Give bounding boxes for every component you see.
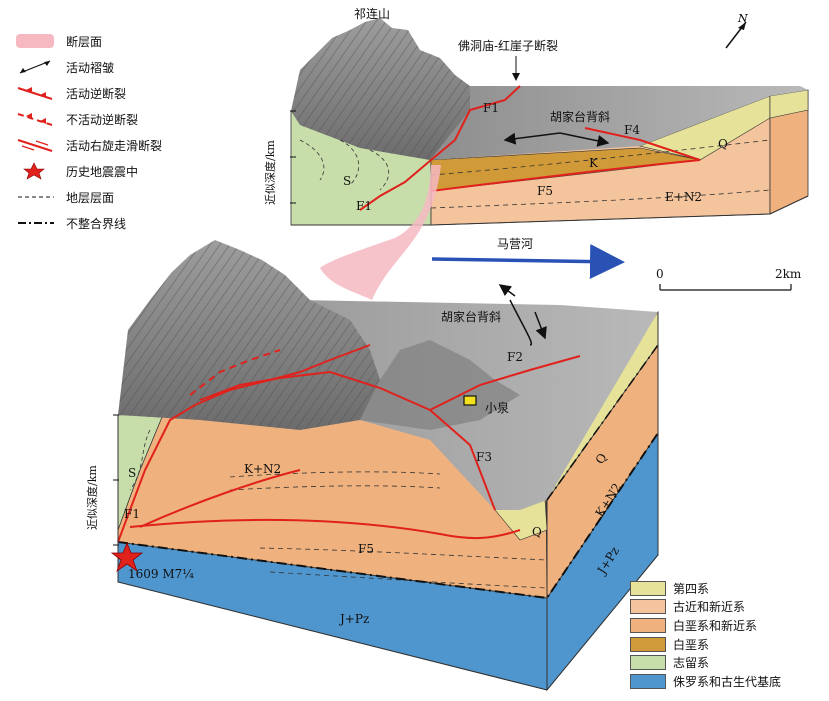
bottom-label-F2: F2 — [507, 350, 523, 364]
bottom-label-F1: F1 — [124, 507, 140, 521]
scale-bar — [659, 284, 792, 291]
swatch-quaternary — [630, 580, 666, 596]
town-marker-icon — [463, 395, 477, 406]
top-fault-F5 — [430, 159, 701, 192]
bottom-label-Q-front: Q — [532, 525, 542, 539]
top-block — [290, 18, 809, 226]
scale-label-0: 0 — [656, 267, 664, 281]
unit-legend: 第四系 古近和新近系 白垩系和新近系 白垩系 志留系 侏罗系和古生代基底 — [630, 579, 820, 691]
label-anticline-bottom: 胡家台背斜 — [441, 309, 501, 324]
top-label-F4: F4 — [624, 123, 640, 137]
inactive-thrust-icon — [14, 110, 58, 128]
legend-row-active-fold: 活动褶皱 — [14, 56, 114, 78]
active-thrust-icon — [14, 84, 58, 102]
label-qilian-shan: 祁连山 — [354, 6, 390, 21]
dextral-strike-slip-icon — [14, 136, 58, 154]
svg-text:N: N — [737, 12, 748, 25]
top-label-EN2: E+N2 — [665, 190, 702, 204]
top-fault-F4 — [584, 127, 701, 161]
fault-plane-icon — [14, 32, 58, 50]
bottom-fault-F3 — [429, 409, 496, 511]
legend-row-inactive-thrust: 不活动逆断裂 — [14, 108, 138, 130]
epicenter-star-legend-icon — [14, 162, 58, 180]
fault-plane-connector — [320, 165, 441, 300]
unconformity-icon — [14, 214, 58, 232]
top-plain-surface — [430, 86, 808, 160]
legend-unit-cretaceous-neogene: 白垩系和新近系 — [630, 616, 820, 635]
swatch-silurian — [630, 655, 666, 671]
legend-unit-quaternary: 第四系 — [630, 579, 820, 598]
label-anticline-top: 胡家台背斜 — [550, 109, 610, 124]
legend-unit-silurian: 志留系 — [630, 653, 820, 672]
top-label-S: S — [343, 174, 351, 188]
bottom-block — [110, 240, 659, 692]
stratum-boundary-icon — [14, 188, 58, 206]
bottom-fault-F2 — [429, 355, 581, 411]
top-label-F5: F5 — [537, 184, 553, 198]
label-fault-name: 佛洞庙-红崖子断裂 — [458, 38, 558, 53]
legend-row-fault-plane: 断层面 — [14, 30, 102, 52]
swatch-cretaceous — [630, 636, 666, 652]
top-label-F1a: F1 — [483, 101, 499, 115]
swatch-cretaceous-neogene — [630, 617, 666, 633]
legend-unit-paleogene-neogene: 古近和新近系 — [630, 598, 820, 617]
legend-unit-basement: 侏罗系和古生代基底 — [630, 672, 820, 691]
top-label-Q: Q — [718, 137, 728, 151]
svg-text:近似深度/km: 近似深度/km — [263, 140, 277, 205]
bottom-fault-F1 — [117, 344, 371, 543]
epicenter-star-icon — [110, 541, 144, 573]
bottom-label-KN2: K+N2 — [244, 462, 281, 476]
top-label-K: K — [589, 156, 599, 170]
label-town: 小泉 — [485, 401, 509, 415]
bottom-label-S: S — [128, 466, 136, 480]
north-arrow-icon: N — [725, 12, 748, 49]
bottom-unconformity — [117, 432, 659, 600]
bottom-label-F5: F5 — [358, 542, 374, 556]
top-label-F1b: F1 — [356, 199, 372, 213]
legend-row-active-thrust: 活动逆断裂 — [14, 82, 126, 104]
legend-row-epicenter: 历史地震震中 — [14, 160, 138, 182]
swatch-paleogene-neogene — [630, 599, 666, 615]
swatch-basement — [630, 673, 666, 689]
depth-axis-bottom: 近似深度/km — [85, 414, 119, 546]
legend-row-unconformity: 不整合界线 — [14, 212, 126, 234]
label-river: 马营河 — [497, 237, 533, 251]
depth-axis-top: 近似深度/km — [263, 110, 296, 205]
river-arrow — [431, 244, 625, 280]
scale-label-2: 2km — [775, 267, 802, 281]
legend-row-stratum-boundary: 地层层面 — [14, 186, 114, 208]
legend-row-strike-slip: 活动右旋走滑断裂 — [14, 134, 162, 156]
legend-unit-cretaceous: 白垩系 — [630, 635, 820, 654]
top-fault-F1 — [359, 85, 521, 211]
bottom-fault-F5 — [129, 518, 521, 540]
svg-text:近似深度/km: 近似深度/km — [85, 465, 99, 530]
label-quake: 1609 M7¼ — [128, 567, 194, 581]
bottom-label-F3: F3 — [476, 450, 492, 464]
active-fold-icon — [14, 58, 58, 76]
bottom-label-JPz-front: J+Pz — [338, 612, 369, 626]
